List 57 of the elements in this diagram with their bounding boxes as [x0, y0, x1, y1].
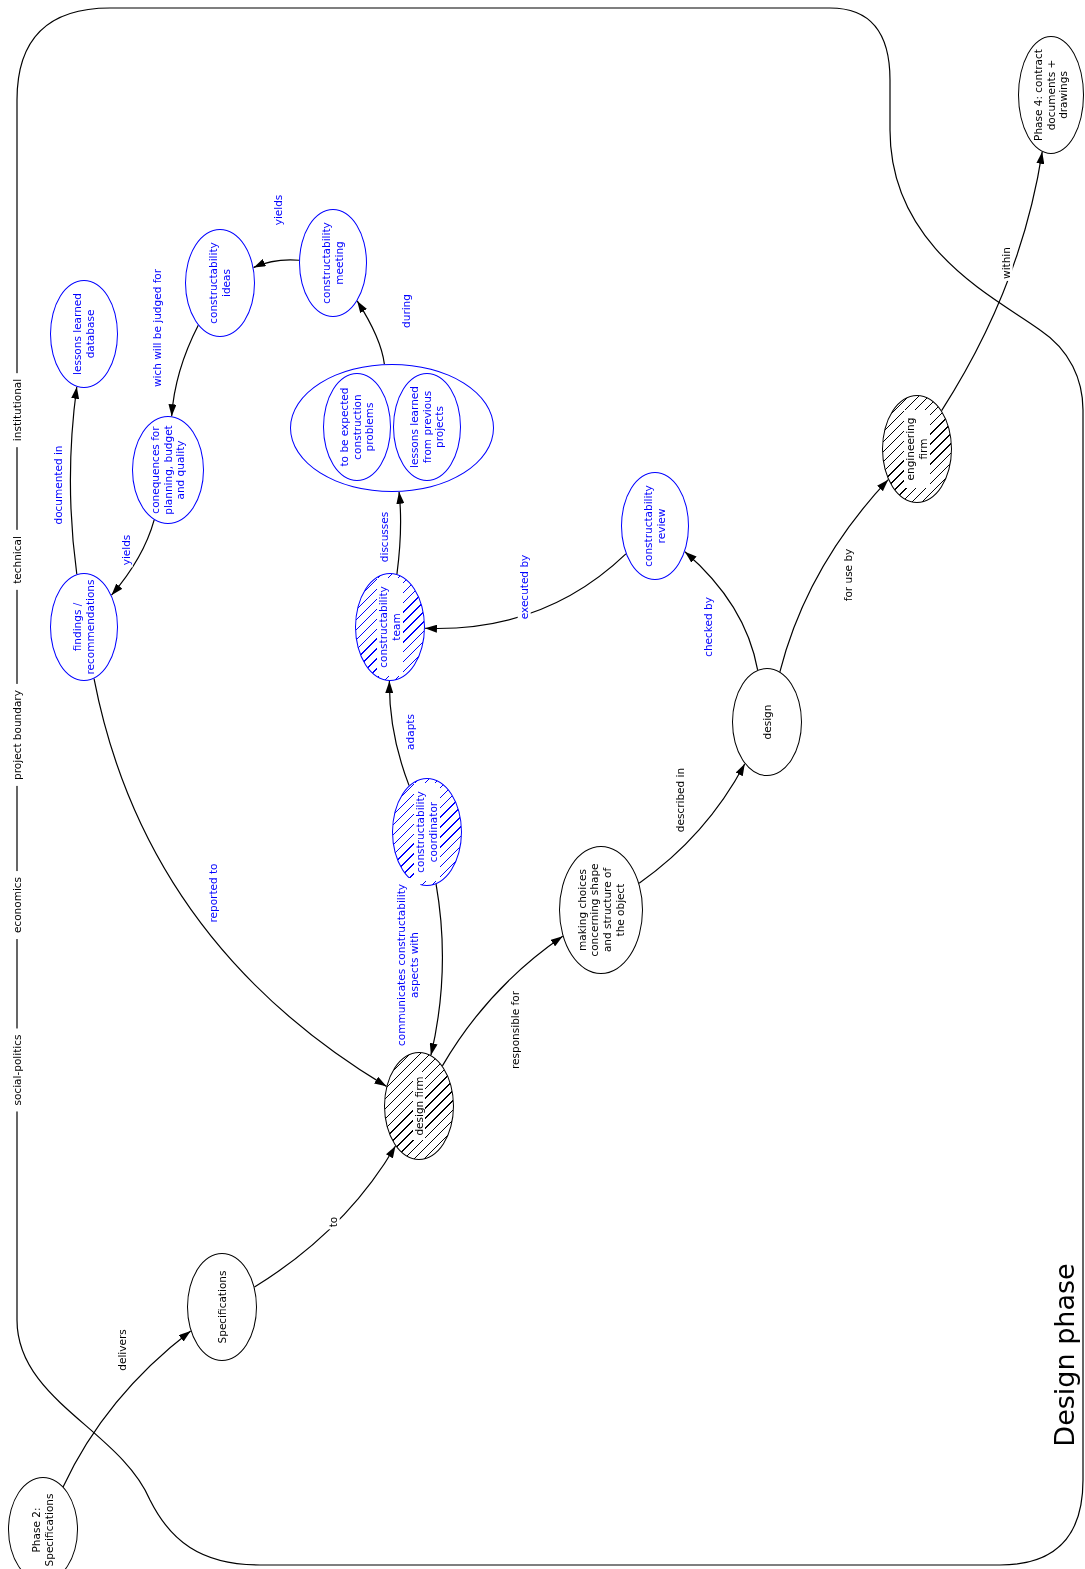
- arrow: [396, 491, 405, 575]
- edge-label: during: [399, 292, 413, 330]
- node-label: lessons learned from previous projects: [408, 385, 446, 470]
- edge-label: reported to: [206, 861, 220, 925]
- hatched-ellipse: [384, 1052, 454, 1160]
- node-label: engineering firm: [904, 410, 930, 488]
- arrow: [779, 479, 889, 673]
- arrow: [424, 553, 627, 633]
- arrow: [253, 1145, 397, 1288]
- edge-label: to: [326, 1214, 340, 1230]
- node-label: lessons learned database: [71, 292, 97, 377]
- node-label: design firm: [412, 1072, 426, 1140]
- concept-ellipse: [323, 373, 391, 481]
- axis-label: institutional: [11, 372, 23, 448]
- edge-label: wich will be judged for: [150, 266, 164, 390]
- edge-label: for use by: [841, 546, 855, 604]
- node-label: constructability ideas: [207, 241, 233, 326]
- node-label: constructability review: [642, 484, 668, 569]
- concept-ellipse: [393, 373, 461, 481]
- axis-label: technical: [11, 530, 23, 590]
- edge-label: yields: [119, 532, 133, 568]
- arrow: [110, 519, 155, 596]
- node-label: Specifications: [215, 1269, 229, 1346]
- edge-label: described in: [673, 765, 687, 835]
- edge-label: yields: [271, 192, 285, 228]
- node-label: findings / recommendations: [71, 578, 97, 677]
- arrow: [93, 678, 387, 1087]
- axis-label: social-politics: [11, 1028, 23, 1112]
- arrow: [441, 935, 564, 1067]
- node-label: Phase 2: Specifications: [30, 1492, 56, 1569]
- node-label: constructability coordinator: [414, 783, 440, 881]
- node-label: constructability team: [377, 578, 403, 676]
- node-label: conequences for planning, budget and quality: [149, 424, 187, 517]
- arrow: [69, 386, 80, 575]
- axis-label: project boundary: [11, 684, 23, 786]
- axis-label: economics: [11, 870, 23, 940]
- arrow: [168, 324, 199, 417]
- edge-label: discusses: [377, 509, 391, 565]
- diagram-title: Design phase: [1048, 1263, 1080, 1447]
- node-label: design: [760, 703, 774, 742]
- edge-label: delivers: [115, 1327, 129, 1373]
- edge-label: executed by: [517, 552, 531, 622]
- edge-label: checked by: [701, 595, 715, 659]
- node-label: to be expected construction problems: [338, 386, 376, 469]
- edge-label: adapts: [403, 712, 417, 752]
- edge-label: within: [999, 245, 1013, 281]
- edge-label: documented in: [51, 443, 65, 527]
- node-label: constructability meeting: [320, 221, 346, 306]
- arrow: [941, 151, 1045, 412]
- node-label: making choices concerning shape and structure of the object: [575, 862, 627, 959]
- concept-ellipse: [8, 1477, 78, 1569]
- arrow: [356, 300, 385, 365]
- arrow: [684, 551, 759, 671]
- node-label: Phase 4: contract documents + drawings: [1032, 48, 1070, 143]
- arrow: [638, 763, 746, 884]
- edge-label: responsible for: [508, 989, 522, 1071]
- arrow: [429, 883, 444, 1056]
